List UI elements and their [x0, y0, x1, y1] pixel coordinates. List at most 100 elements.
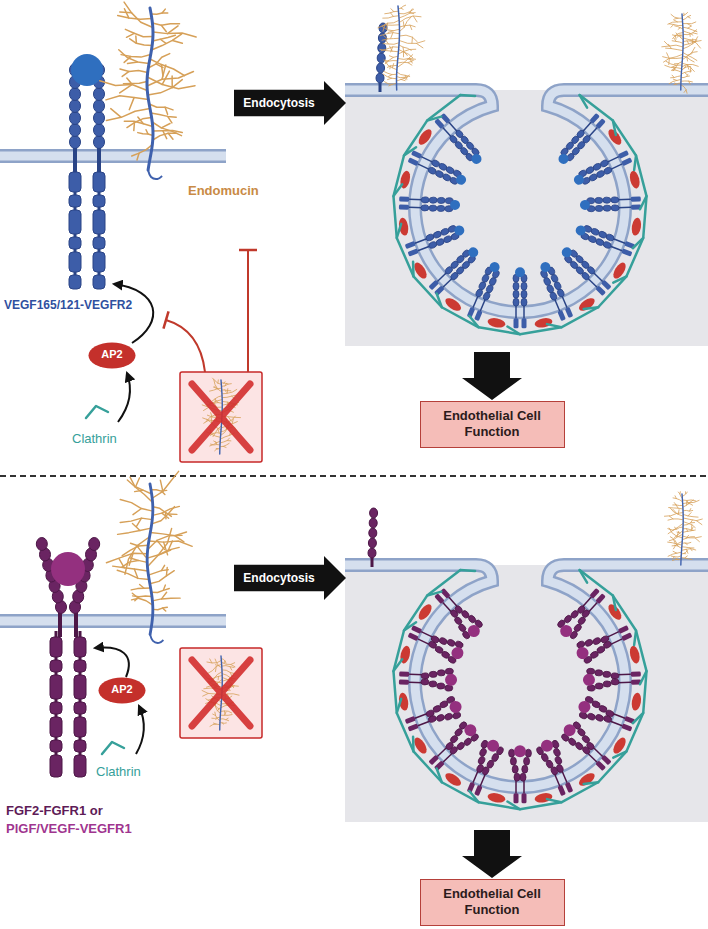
endomucin-glycoprotein: [693, 33, 697, 34]
endomucin-glycoprotein: [682, 547, 694, 548]
vegf-ligand: [71, 54, 103, 86]
internalized-receptor: [631, 671, 641, 676]
endomucin-glycoprotein: [221, 384, 231, 387]
endomucin-glycoprotein: [399, 41, 425, 44]
internalized-receptor: [411, 150, 422, 159]
vegfr2-receptor: [69, 252, 81, 272]
endomucin-glycoprotein: [692, 51, 697, 53]
endomucin-glycoprotein: [674, 83, 681, 85]
internalized-receptor: [621, 157, 632, 166]
clathrin-coat: [547, 799, 561, 802]
internalized-receptor: [474, 310, 483, 321]
fgfr1-vegfr1-panel: [0, 471, 708, 878]
endomucin-glycoprotein: [673, 68, 675, 70]
endomucin-glycoprotein: [683, 514, 698, 517]
ap2-adaptor: [630, 692, 642, 711]
activation-arrow: [114, 284, 153, 343]
internalized-receptor: [592, 637, 602, 646]
fgfr1-receptor: [74, 755, 86, 777]
clathrin-coat: [613, 751, 626, 757]
internalized-receptor: [522, 765, 528, 773]
endomucin-glycoprotein: [681, 76, 689, 78]
internalized-receptor: [522, 318, 527, 328]
internalized-receptor: [466, 245, 480, 259]
endomucin-glycoprotein: [216, 448, 218, 449]
endomucin-glycoprotein: [673, 551, 677, 553]
endomucin-glycoprotein: [117, 570, 149, 579]
endomucin-glycoprotein: [687, 24, 691, 26]
endomucin-glycoprotein: [404, 51, 408, 55]
endomucin-glycoprotein: [410, 25, 412, 30]
endomucin-glycoprotein: [679, 492, 680, 494]
internalized-receptor: [408, 632, 419, 641]
vegfr2-receptor: [69, 195, 81, 207]
endomucin-glycoprotein: [383, 74, 396, 79]
clathrin-coat: [412, 737, 415, 752]
clathrin-coat: [393, 95, 646, 334]
vegfr2-receptor: [94, 112, 105, 125]
endomucin-glycoprotein: [662, 12, 701, 93]
endomucin-glycoprotein: [682, 537, 694, 540]
endomucin-glycoprotein: [671, 76, 682, 78]
endomucin-glycoprotein: [385, 11, 399, 13]
endomucin-glycoprotein: [215, 712, 220, 721]
free-receptor: [369, 518, 377, 528]
endomucin-glycoprotein: [132, 593, 152, 605]
clathrin-coat: [580, 570, 587, 583]
endomucin-glycoprotein: [129, 98, 134, 110]
endomucin-glycoprotein: [138, 117, 144, 124]
internalized-receptor: [572, 621, 634, 666]
internalized-receptor: [514, 745, 526, 757]
endomucin-glycoprotein: [681, 80, 692, 82]
endomucin-glycoprotein: [119, 559, 124, 568]
endomucin-glycoprotein: [681, 494, 683, 565]
endomucin-glycoprotein: [230, 672, 232, 676]
endomucin-glycoprotein: [663, 57, 683, 59]
clathrin-coat: [404, 622, 416, 630]
internalized-receptor: [603, 681, 611, 687]
internalized-receptor: [539, 738, 555, 754]
clathrin-coat: [393, 570, 646, 809]
endomucin-glycoprotein: [224, 661, 226, 663]
ap2-adaptor-node: AP2: [88, 342, 136, 369]
arrow-shape: [234, 556, 346, 600]
cross-mark: [192, 660, 250, 726]
endomucin-glycoprotein: [689, 81, 691, 84]
internalized-receptor: [453, 224, 466, 237]
ap2-adaptor: [416, 127, 434, 147]
endomucin-glycoprotein: [683, 523, 694, 526]
internalized-receptor: [408, 248, 419, 256]
internalized-receptor: [445, 685, 453, 691]
endomucin-glycoprotein: [689, 509, 690, 512]
clathrin-coat: [460, 94, 475, 97]
endomucin-glycoprotein: [682, 499, 695, 501]
clathrin-coat: [507, 327, 520, 335]
endomucin-glycoprotein: [411, 37, 413, 43]
node-text: Endocytosis: [243, 96, 314, 110]
endomucin-glycoprotein: [682, 492, 687, 496]
endomucin-glycoprotein: [682, 549, 696, 551]
endomucin-glycoprotein: [684, 90, 686, 93]
internalized-receptor: [462, 736, 506, 798]
endomucin-glycoprotein: [217, 708, 219, 711]
endomucin-glycoprotein: [676, 505, 678, 509]
ap2-adaptor-node: AP2: [98, 677, 146, 704]
ap2-adaptor: [416, 602, 434, 622]
clathrin-coat: [633, 238, 643, 248]
internalized-receptor: [584, 638, 594, 647]
endomucin-glycoprotein: [668, 552, 681, 556]
endomucin-glycoprotein: [663, 54, 682, 62]
vegfr2-receptor: [93, 210, 105, 234]
endomucin-glycoprotein: [399, 25, 415, 27]
endomucin-glycoprotein: [671, 25, 674, 28]
endomucin-glycoprotein: [153, 131, 182, 133]
panel-divider: [0, 475, 708, 477]
free-receptor: [376, 73, 384, 83]
endomucin-glycoprotein: [106, 471, 192, 643]
ellipse-shape: [99, 677, 146, 703]
endomucin-glycoprotein: [675, 26, 683, 29]
endomucin-glycoprotein: [221, 383, 228, 384]
internalized-receptor: [448, 699, 464, 715]
clathrin-coat: [427, 592, 441, 596]
endomucin-glycoprotein: [167, 26, 178, 34]
